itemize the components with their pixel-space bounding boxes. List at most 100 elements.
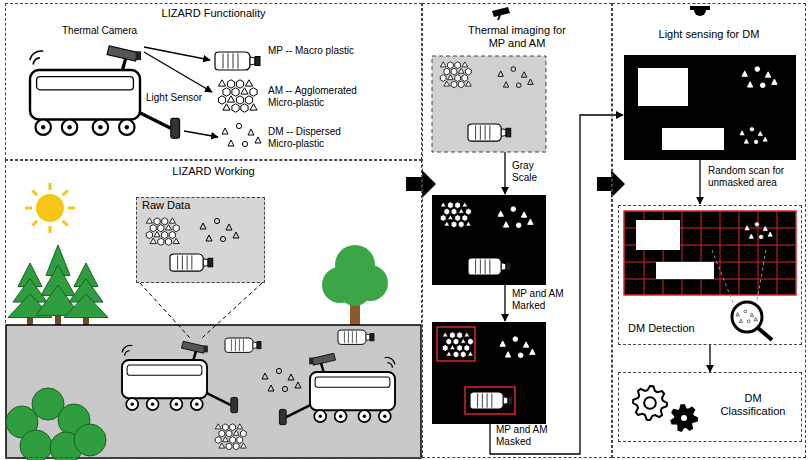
grid-line [739, 211, 740, 295]
microplastic-piece [237, 424, 243, 429]
microplastic-piece [455, 202, 461, 209]
microplastic-piece [448, 215, 454, 220]
microplastic-piece [466, 221, 472, 226]
node-title: LIZARD Working [12, 165, 415, 178]
microplastic-piece [223, 424, 229, 431]
microplastic-piece [464, 332, 470, 337]
microplastic-piece [255, 137, 261, 143]
bottle-ridge [352, 331, 353, 343]
annotation: MP and AM Marked [512, 288, 574, 312]
bottle-ridge [191, 255, 192, 269]
wheel-hub [67, 125, 71, 129]
arrow [699, 160, 700, 204]
microplastic-piece [230, 437, 236, 444]
sun-ray [49, 183, 52, 190]
microplastic-piece [146, 218, 152, 223]
microplastic-piece [223, 88, 230, 96]
bottle-neck [366, 334, 370, 340]
microplastic-piece [236, 96, 243, 104]
microplastic-piece [744, 139, 748, 143]
magnifier-lens [732, 302, 762, 332]
bottle-neck [203, 259, 208, 267]
microplastic-piece [466, 68, 472, 75]
bottle-ridge [475, 259, 476, 273]
microplastic-piece [173, 238, 179, 243]
microplastic-piece [462, 215, 468, 222]
arrow [490, 115, 623, 454]
microplastic-piece [218, 80, 225, 86]
bottle-cap [506, 128, 511, 137]
bottle-ridge [223, 54, 224, 69]
dispersed-icon [736, 310, 757, 323]
microplastic-piece [169, 231, 175, 238]
microplastic-piece [444, 81, 450, 86]
bottle-body [215, 52, 250, 70]
bottle-body [170, 254, 203, 271]
bottle-ridge [344, 331, 345, 343]
grid-line [682, 211, 683, 295]
sun-ray [63, 190, 68, 195]
bottle-ridge [243, 339, 244, 351]
annotation: MP -- Macro plastic [268, 45, 368, 57]
bottle-cap [208, 258, 213, 267]
wheel-hub [339, 415, 342, 418]
microplastic-piece [468, 351, 474, 356]
microplastic-piece [462, 62, 468, 67]
sun-disc [36, 194, 64, 222]
wheel-hub [175, 403, 178, 406]
microplastic-piece [772, 79, 777, 84]
microplastic-piece [150, 225, 156, 232]
camera-lens [309, 358, 313, 365]
bush-tree [74, 424, 106, 456]
dispersed-icon [222, 123, 261, 146]
mask [638, 68, 688, 106]
microplastic-piece [462, 75, 468, 82]
microplastic-piece [530, 349, 535, 354]
bottle-neck [501, 129, 506, 137]
node-title: Raw Data [142, 199, 259, 212]
sun-ray [32, 221, 37, 226]
microplastic-piece [206, 235, 212, 241]
microplastic-piece [453, 338, 459, 345]
grid-line [777, 211, 778, 295]
magnifier-handle [758, 328, 772, 340]
agglomerate-icon [215, 424, 246, 450]
sun-ray [49, 226, 52, 233]
robot-icon [122, 341, 238, 412]
bottle-ridge [239, 339, 240, 351]
microplastic-piece [242, 141, 247, 146]
gear-hole [680, 414, 688, 422]
microplastic-piece [250, 88, 257, 96]
flow-arrow [406, 170, 436, 198]
bottle-ridge [491, 393, 492, 407]
marking-box [465, 387, 515, 414]
microplastic-piece [268, 385, 274, 391]
microplastic-piece [232, 88, 239, 96]
bottle-body [338, 330, 366, 344]
bottle-icon [215, 52, 260, 70]
column-panel: Thermal imaging for MP and AM [422, 3, 612, 458]
microplastic-piece [768, 232, 772, 236]
microplastic-piece [276, 368, 281, 373]
microplastic-piece [498, 71, 503, 76]
microplastic-piece [528, 79, 533, 84]
microplastic-piece [453, 351, 459, 358]
robot-icon [279, 353, 395, 424]
annotation: MP and AM Masked [496, 424, 568, 448]
sensor-base [690, 6, 710, 10]
microplastic-piece [241, 88, 248, 94]
microplastic-piece [457, 332, 463, 339]
mask [636, 220, 680, 250]
sensor-icon [690, 6, 710, 16]
bottle-body [470, 392, 503, 409]
microplastic-piece [747, 82, 752, 87]
wheel [119, 120, 134, 135]
bottle-neck [253, 342, 257, 348]
bottle-body [468, 124, 501, 141]
bottle-ridge [475, 125, 476, 139]
thermal-camera [107, 46, 138, 61]
microplastic-piece [219, 443, 225, 448]
microplastic-piece [162, 231, 168, 238]
wheel [126, 398, 138, 410]
microplastic-piece [282, 386, 287, 391]
